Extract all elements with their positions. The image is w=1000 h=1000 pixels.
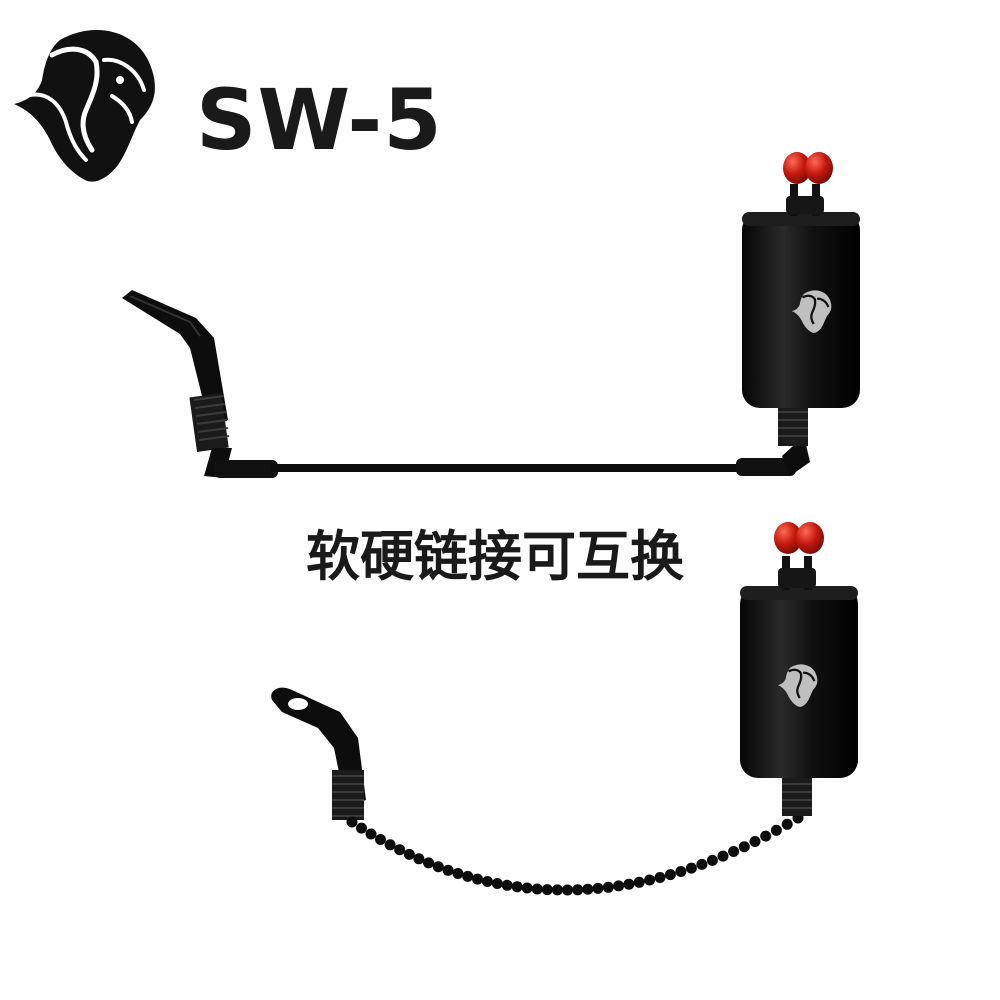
swinger-chain [271,522,858,896]
chain-bead [760,830,772,842]
chain-bead [749,836,761,847]
chain-bead [623,878,635,890]
lion-head-icon [14,30,155,182]
chain-bead [770,824,782,836]
chain-bead [738,841,750,853]
chain-bead [472,873,483,885]
chain-bead [551,884,563,896]
chain-bead [432,861,444,873]
chain-bead [582,883,594,895]
chain-bead [592,882,604,894]
chain-bead [728,846,740,857]
chain-bead [633,876,645,888]
chain-bead [613,880,625,892]
chain-bead [413,853,425,865]
chain-bead [452,868,464,879]
chain-bead [602,881,614,893]
chain-bead [541,884,553,896]
chain-bead [664,869,676,881]
lion-emblem-icon [777,664,818,707]
bead-chain [346,812,804,896]
chain-bead [781,818,793,830]
chain-bead [706,854,718,866]
chain-bead [654,872,666,883]
chain-bead [562,884,573,896]
chain-bead [403,848,415,860]
chain-bead [375,834,386,845]
chain-bead [675,866,687,877]
caption: 软硬链接可互换 [306,525,684,588]
chain-bead [511,881,523,893]
lion-emblem-icon [791,290,832,333]
chain-bead [365,828,377,840]
chain-bead [423,857,435,869]
swinger-rigid-arm [122,152,860,478]
chain-bead [717,850,729,862]
chain-bead [685,862,697,874]
chain-bead [572,884,584,896]
chain-bead [501,879,513,891]
chain-bead [356,822,367,834]
model-label: SW-5 [196,71,443,169]
chain-bead [696,858,708,870]
chain-bead [384,839,396,851]
chain-bead [346,816,358,828]
chain-bead [442,864,454,876]
chain-bead [491,878,503,889]
chain-bead [462,870,474,882]
chain-bead [521,882,533,894]
chain-bead [394,844,406,856]
chain-bead [481,876,493,887]
chain-bead [531,883,543,895]
chain-bead [644,874,656,886]
